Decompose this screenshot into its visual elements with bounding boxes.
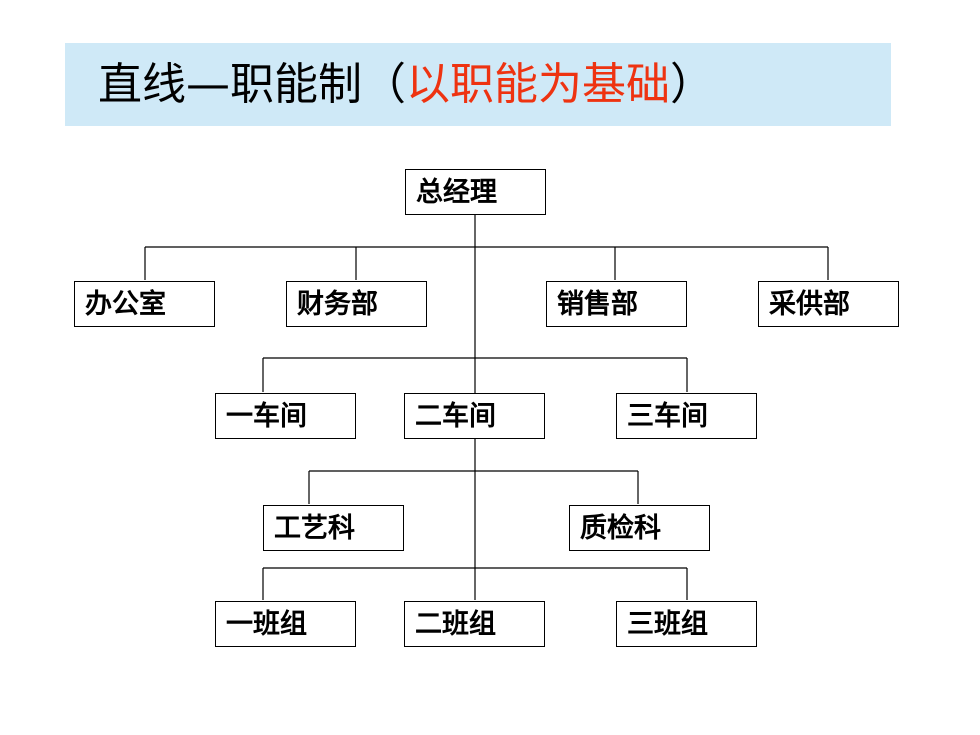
node-gm: 总经理	[405, 169, 546, 215]
title-accent: 以职能为基础	[406, 59, 670, 110]
title-dash: —	[186, 59, 230, 110]
node-qc: 质检科	[569, 505, 710, 551]
node-team2: 二班组	[404, 601, 545, 647]
node-finance: 财务部	[286, 281, 427, 327]
node-sales: 销售部	[546, 281, 687, 327]
node-process: 工艺科	[263, 505, 404, 551]
node-team1: 一班组	[215, 601, 356, 647]
node-office: 办公室	[74, 281, 215, 327]
node-workshop3: 三车间	[616, 393, 757, 439]
title-band	[65, 43, 891, 126]
node-purchasing: 采供部	[758, 281, 899, 327]
node-workshop1: 一车间	[215, 393, 356, 439]
node-workshop2: 二车间	[404, 393, 545, 439]
node-team3: 三班组	[616, 601, 757, 647]
title-suffix: ）	[670, 59, 714, 110]
title-main: 职能制（	[230, 59, 406, 110]
page-title: 直线—职能制（以职能为基础）	[98, 52, 714, 118]
title-prefix: 直线	[98, 59, 186, 110]
